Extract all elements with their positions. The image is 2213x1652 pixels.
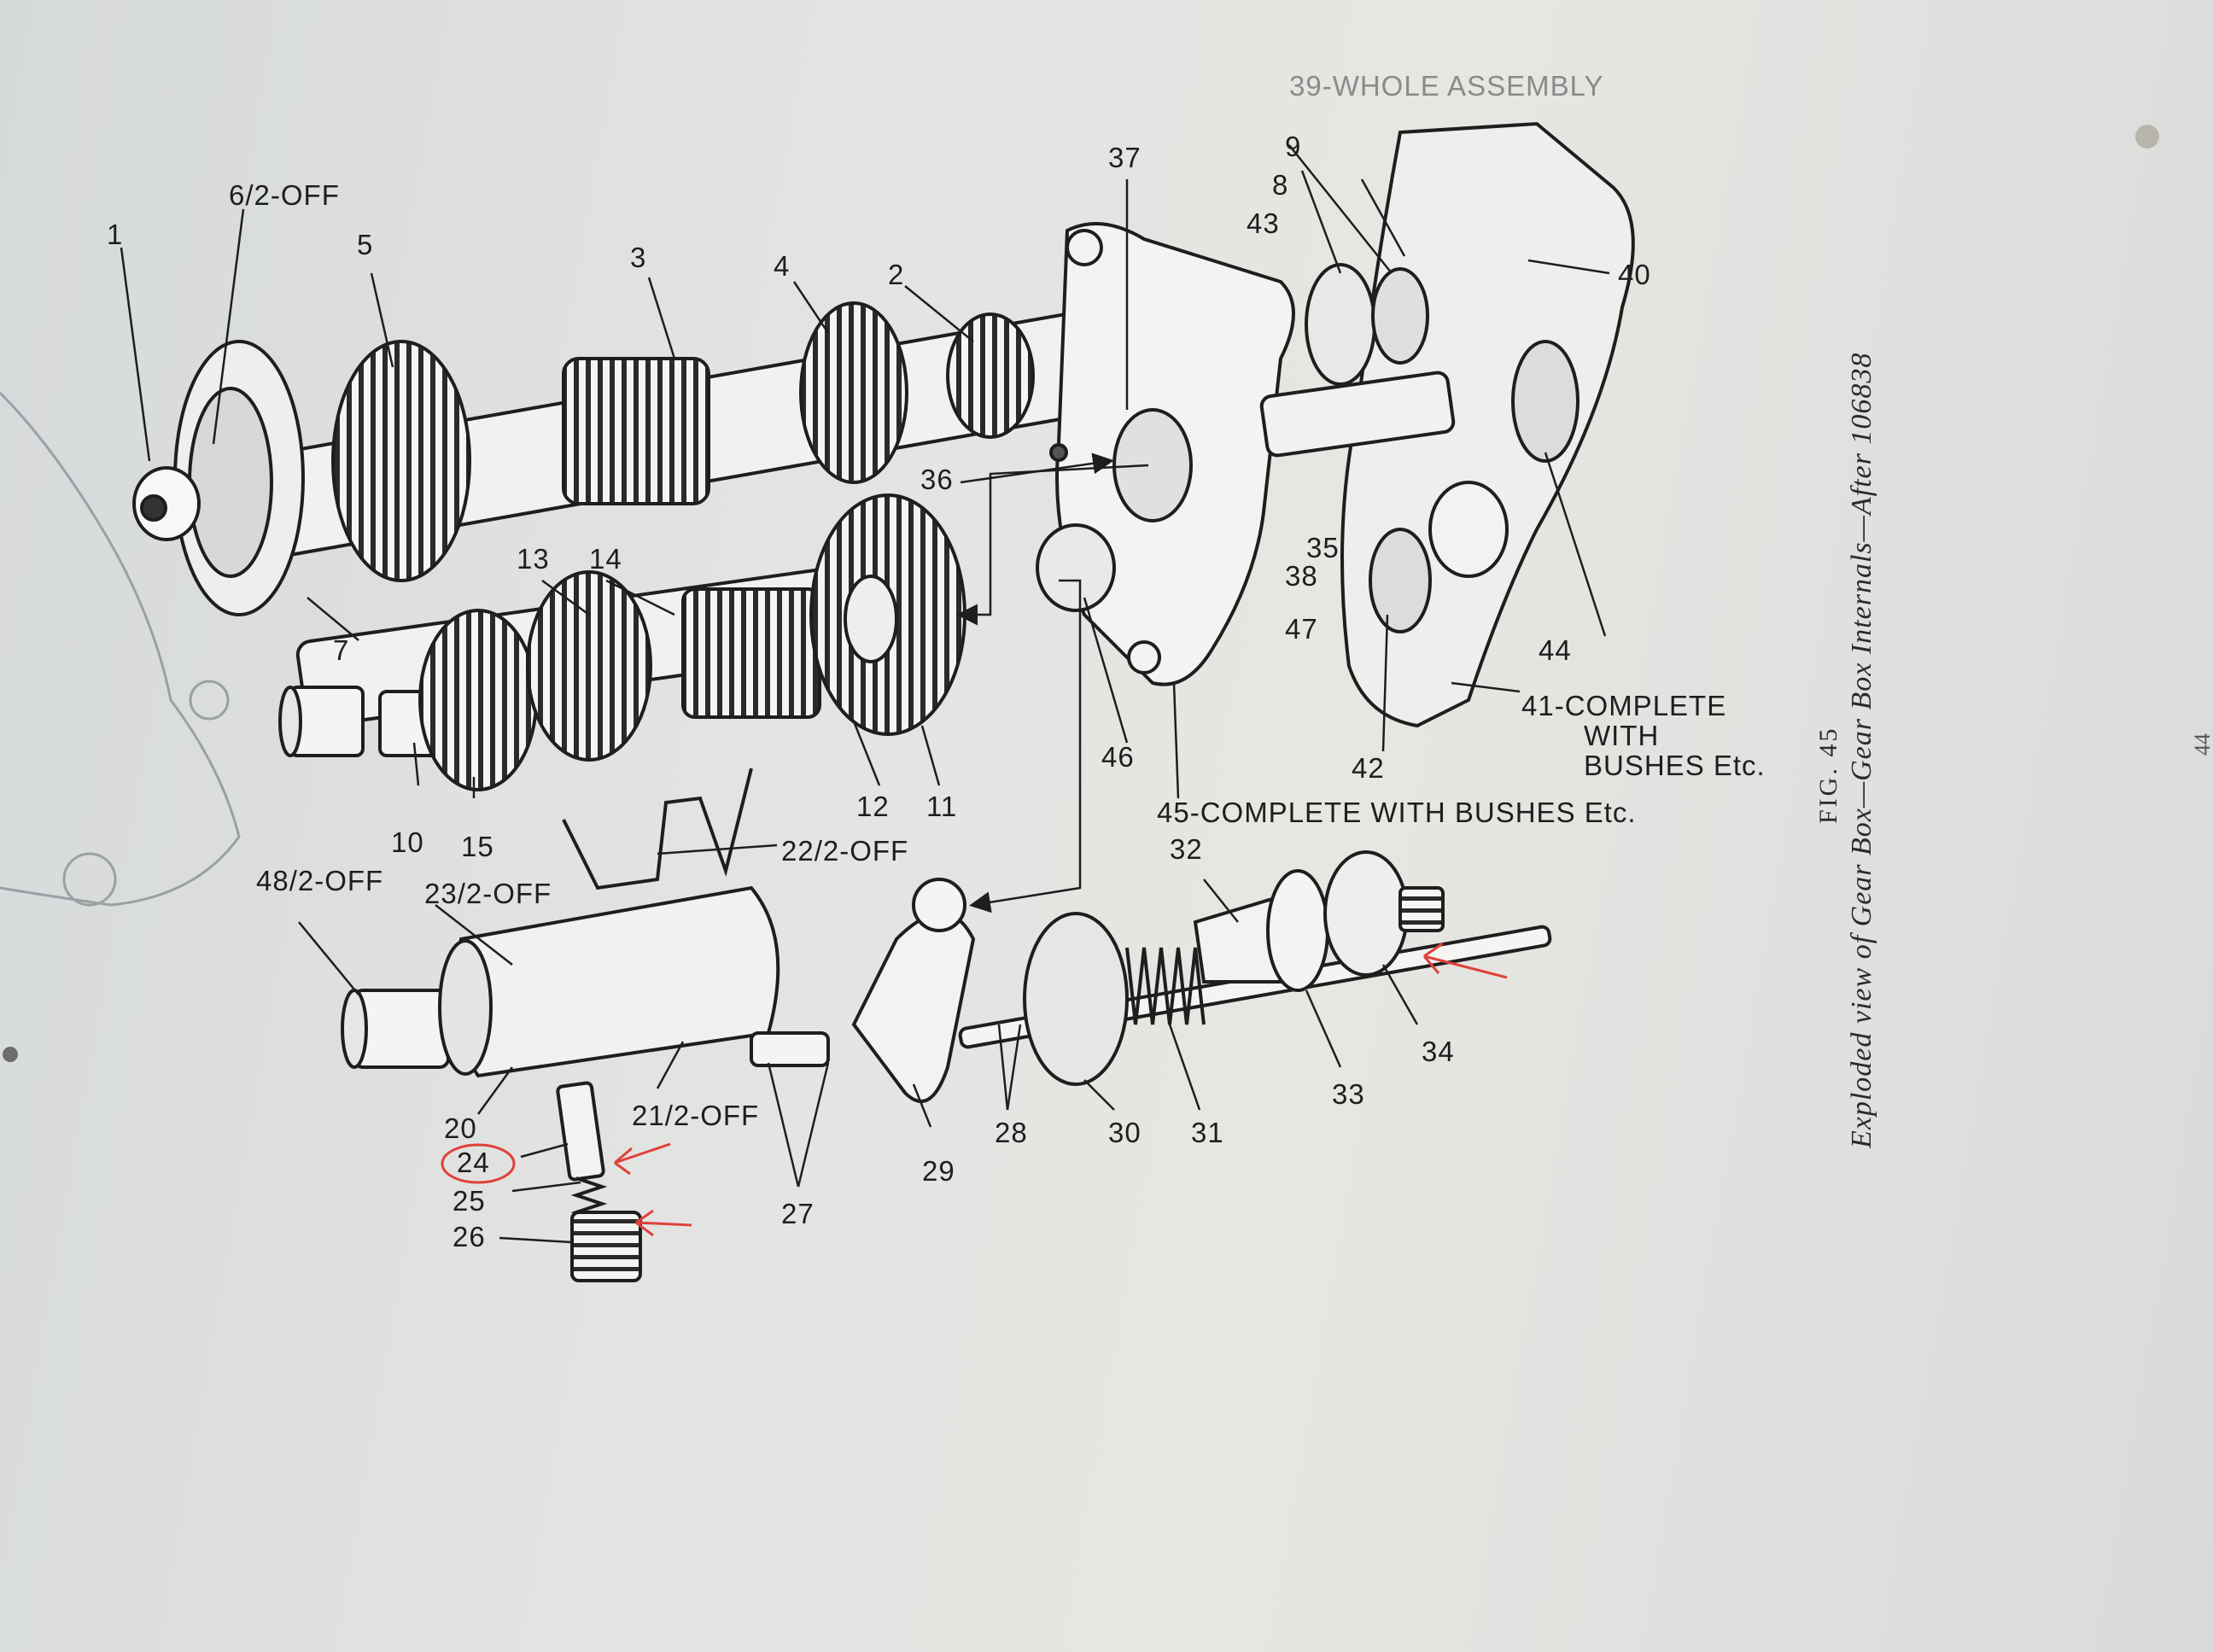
gear-5 bbox=[331, 340, 471, 582]
label-32: 32 bbox=[1170, 833, 1203, 865]
label-48: 48/2-OFF bbox=[256, 865, 384, 896]
label-41-with: WITH bbox=[1584, 720, 1660, 751]
label-39: 39-WHOLE ASSEMBLY bbox=[1289, 70, 1604, 102]
label-23: 23/2-OFF bbox=[424, 878, 552, 909]
label-36: 36 bbox=[920, 464, 954, 495]
label-26: 26 bbox=[453, 1221, 486, 1252]
pin-27 bbox=[750, 1031, 830, 1067]
bush-36 bbox=[1112, 408, 1193, 522]
label-45: 45-COMPLETE WITH BUSHES Etc. bbox=[1157, 797, 1637, 828]
red-arrow-1 bbox=[1422, 942, 1508, 979]
housing-outline bbox=[0, 391, 241, 907]
bearing-44 bbox=[1511, 340, 1579, 463]
red-annotations bbox=[441, 942, 1508, 1237]
label-40: 40 bbox=[1618, 259, 1651, 290]
gear-2 bbox=[946, 312, 1035, 439]
red-arrow-2 bbox=[614, 1142, 671, 1176]
inner-cover-45 bbox=[1036, 222, 1295, 686]
label-37: 37 bbox=[1108, 142, 1142, 173]
bush-34 bbox=[1323, 850, 1409, 977]
label-43: 43 bbox=[1247, 207, 1280, 239]
label-27: 27 bbox=[781, 1198, 815, 1229]
label-14: 14 bbox=[589, 543, 622, 575]
label-1: 1 bbox=[107, 219, 124, 250]
shaft-35 bbox=[1259, 371, 1456, 458]
label-25: 25 bbox=[453, 1185, 486, 1217]
label-42: 42 bbox=[1352, 752, 1385, 784]
label-41-bushes: BUSHES Etc. bbox=[1584, 750, 1766, 781]
label-21: 21/2-OFF bbox=[632, 1100, 760, 1131]
bearing-group bbox=[1259, 263, 1456, 458]
label-3: 3 bbox=[630, 242, 647, 273]
label-6: 6/2-OFF bbox=[229, 179, 340, 211]
label-47: 47 bbox=[1285, 613, 1318, 645]
label-34: 34 bbox=[1422, 1036, 1455, 1067]
label-10: 10 bbox=[391, 826, 424, 858]
label-24: 24 bbox=[457, 1147, 490, 1178]
label-8: 8 bbox=[1272, 169, 1289, 201]
label-20: 20 bbox=[444, 1112, 477, 1144]
red-circle-24 bbox=[441, 1143, 516, 1184]
gear-4 bbox=[799, 301, 908, 484]
gear-15 bbox=[418, 609, 538, 791]
label-38: 38 bbox=[1285, 560, 1318, 592]
figure-caption: Exploded view of Gear Box—Gear Box Inter… bbox=[1846, 352, 1877, 1148]
label-35: 35 bbox=[1306, 532, 1340, 563]
spring-31 bbox=[1125, 947, 1206, 1025]
label-33: 33 bbox=[1332, 1078, 1365, 1110]
gear-13 bbox=[526, 570, 652, 762]
selector-assembly bbox=[341, 768, 1552, 1282]
stain bbox=[2135, 125, 2159, 149]
nut-26 bbox=[570, 1211, 642, 1282]
label-28: 28 bbox=[995, 1117, 1028, 1148]
label-46: 46 bbox=[1101, 741, 1135, 773]
label-41: 41-COMPLETE bbox=[1521, 690, 1727, 721]
bush-42 bbox=[1369, 528, 1432, 633]
figure-number: FIG. 45 bbox=[1814, 726, 1842, 824]
bush-48-lower bbox=[353, 989, 450, 1069]
label-11: 11 bbox=[926, 791, 958, 822]
stain bbox=[3, 1047, 18, 1062]
spring-33 bbox=[1266, 869, 1329, 992]
label-30: 30 bbox=[1108, 1117, 1142, 1148]
leader-lines bbox=[120, 144, 1610, 1244]
label-5: 5 bbox=[357, 229, 374, 260]
label-2: 2 bbox=[888, 259, 905, 290]
page-number: 44 bbox=[2190, 733, 2213, 756]
label-7: 7 bbox=[333, 634, 350, 666]
label-4: 4 bbox=[774, 250, 791, 282]
layshaft-assembly bbox=[278, 493, 966, 791]
bearing-8 bbox=[1371, 267, 1429, 365]
label-13: 13 bbox=[517, 543, 550, 575]
mainshaft-assembly bbox=[132, 301, 1119, 616]
label-15: 15 bbox=[461, 831, 494, 862]
quadrant-29 bbox=[851, 912, 976, 1103]
bush-46 bbox=[1036, 523, 1116, 612]
gear-3 bbox=[562, 357, 710, 505]
plunger-24 bbox=[556, 1081, 605, 1182]
label-31: 31 bbox=[1191, 1117, 1224, 1148]
red-arrow-3 bbox=[635, 1209, 692, 1237]
label-44: 44 bbox=[1539, 634, 1572, 666]
label-22: 22/2-OFF bbox=[781, 835, 909, 867]
fork-22 bbox=[562, 768, 753, 890]
label-12: 12 bbox=[856, 791, 890, 822]
gear-14 bbox=[681, 587, 821, 719]
bearing-43 bbox=[1305, 263, 1376, 386]
plate-30 bbox=[1023, 912, 1129, 1086]
label-29: 29 bbox=[922, 1155, 955, 1187]
label-9: 9 bbox=[1285, 131, 1302, 162]
cam-drum-20 bbox=[453, 885, 780, 1078]
